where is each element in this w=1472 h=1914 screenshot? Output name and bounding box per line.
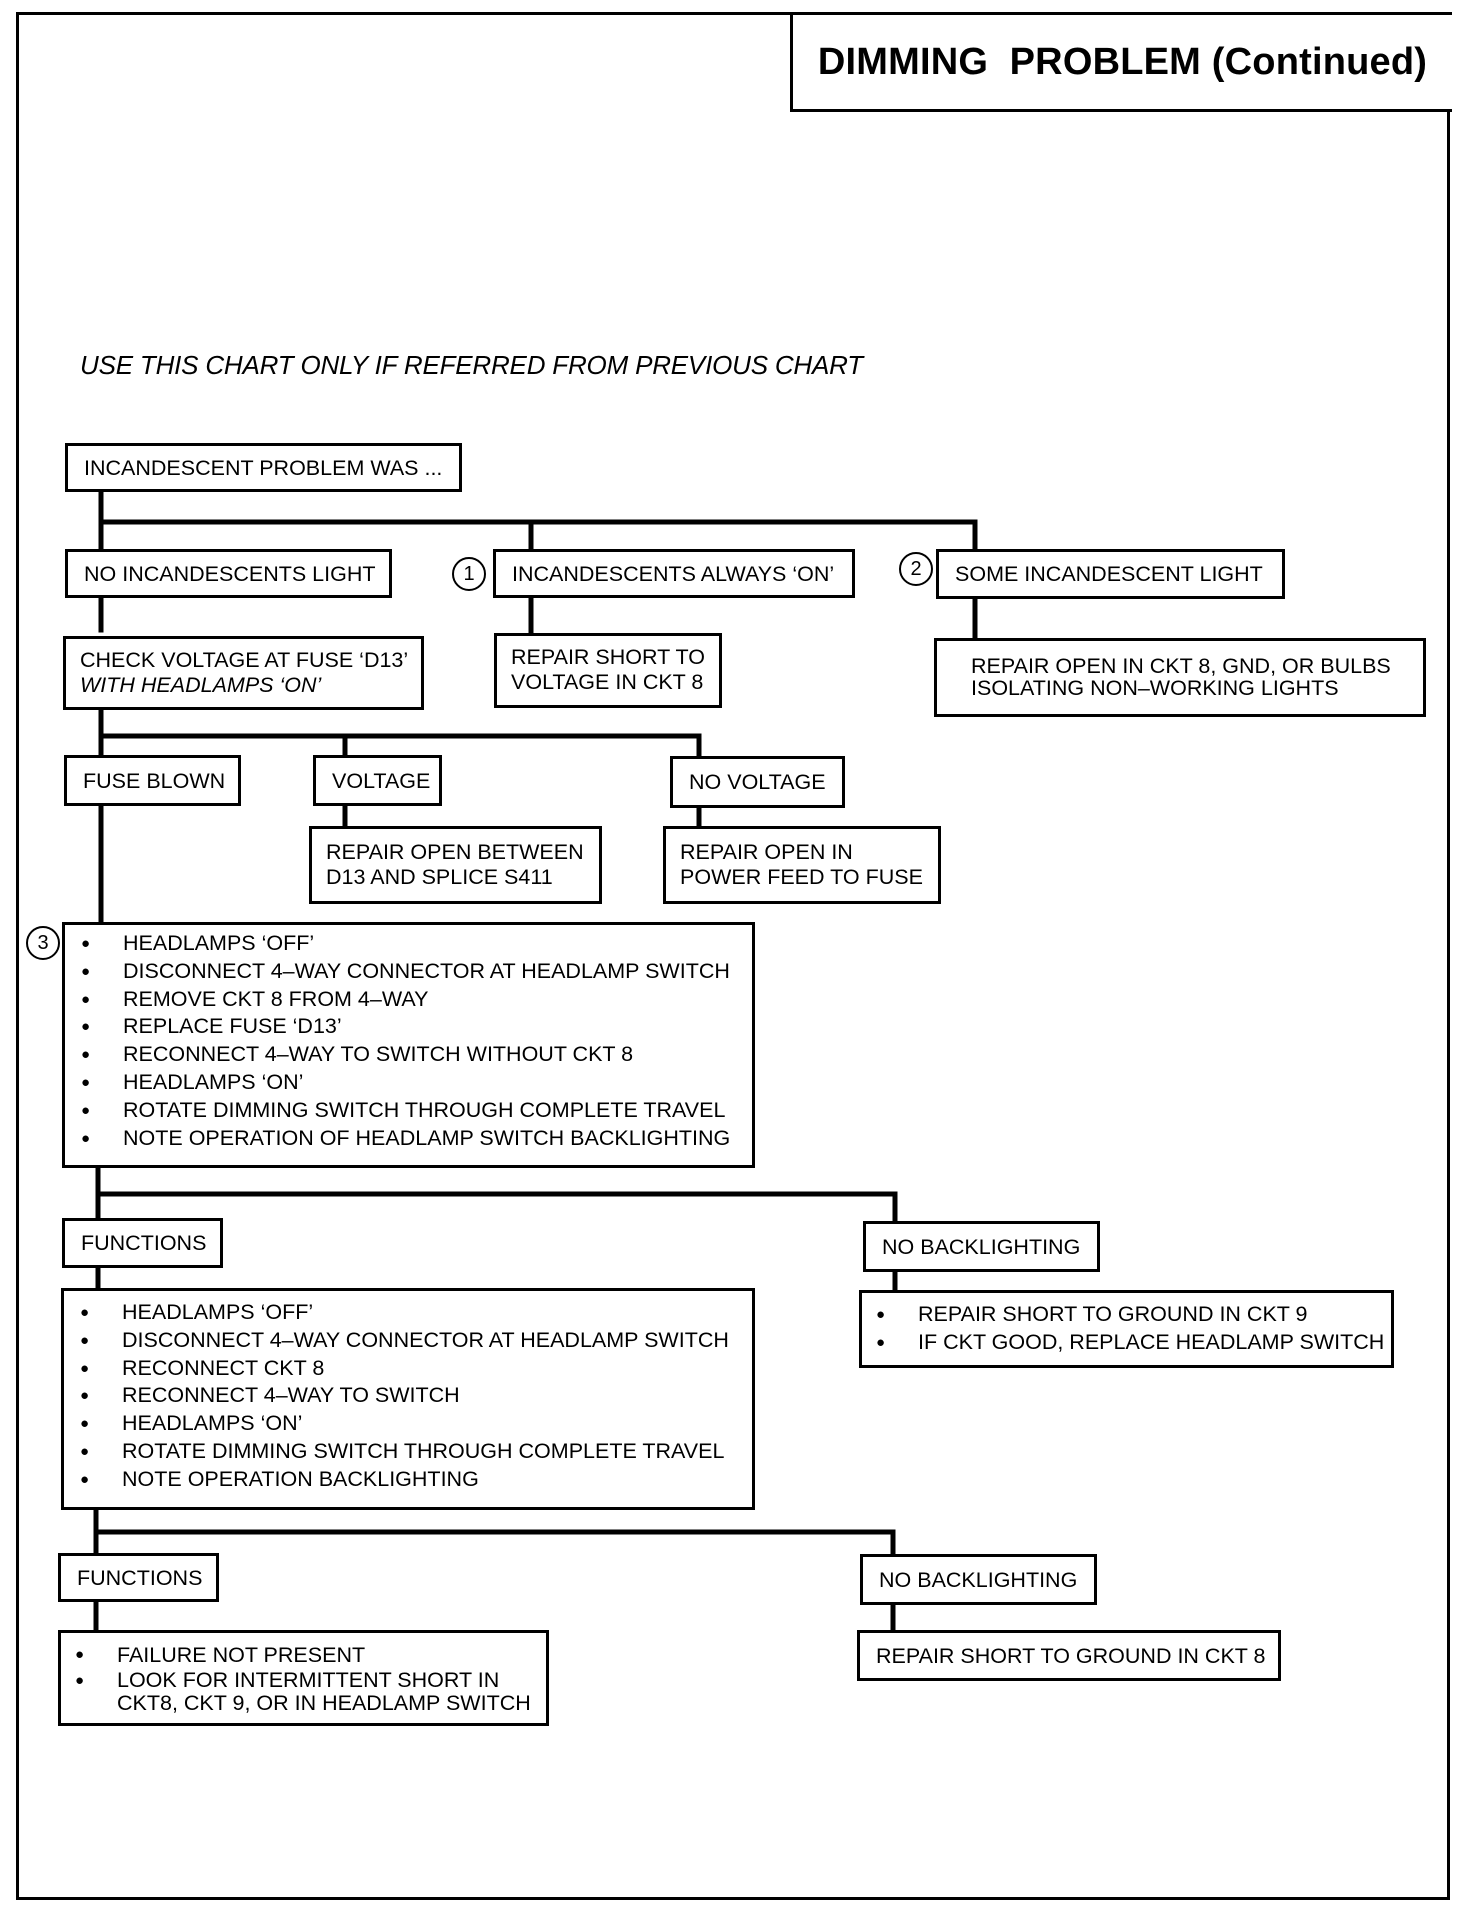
step3-box: HEADLAMPS ‘OFF’ DISCONNECT 4–WAY CONNECT…	[62, 922, 755, 1168]
page-title-text: DIMMING PROBLEM (Continued)	[817, 40, 1428, 83]
instruction-text: USE THIS CHART ONLY IF REFERRED FROM PRE…	[80, 350, 863, 380]
fuse-blown-label: FUSE BLOWN	[83, 768, 226, 793]
repair-short-voltage-box: REPAIR SHORT TO VOLTAGE IN CKT 8	[494, 633, 722, 708]
no-backlighting-1-steps-box: REPAIR SHORT TO GROUND IN CKT 9 IF CKT G…	[859, 1290, 1394, 1368]
repair-open-ckt8-box: REPAIR OPEN IN CKT 8, GND, OR BULBS ISOL…	[934, 638, 1426, 717]
no-backlighting-1-list: REPAIR SHORT TO GROUND IN CKT 9 IF CKT G…	[876, 1301, 1384, 1357]
functions-2-item: FAILURE NOT PRESENT	[75, 1641, 532, 1669]
step-marker-1-text: 1	[463, 562, 475, 585]
repair-open-d13-line-2: D13 AND SPLICE S411	[326, 865, 553, 889]
repair-power-feed-box: REPAIR OPEN IN POWER FEED TO FUSE	[663, 826, 941, 904]
check-voltage-box: CHECK VOLTAGE AT FUSE ‘D13’ WITH HEADLAM…	[63, 636, 424, 710]
check-voltage-line-2: WITH HEADLAMPS ‘ON’	[80, 673, 322, 697]
step-marker-3-text: 3	[37, 931, 49, 954]
functions-2-list: FAILURE NOT PRESENT LOOK FOR INTERMITTEN…	[75, 1641, 532, 1692]
step3-item: REMOVE CKT 8 FROM 4–WAY	[81, 986, 738, 1014]
check-voltage-line-1: CHECK VOLTAGE AT FUSE ‘D13’	[80, 648, 409, 672]
step-marker-2: 2	[899, 552, 933, 586]
step-marker-2-text: 2	[910, 557, 922, 580]
page-title: DIMMING PROBLEM (Continued)	[790, 12, 1452, 112]
functions-1-item: ROTATE DIMMING SWITCH THROUGH COMPLETE T…	[80, 1438, 738, 1466]
no-backlighting-1-box: NO BACKLIGHTING	[863, 1221, 1100, 1272]
functions-2-steps-box: FAILURE NOT PRESENT LOOK FOR INTERMITTEN…	[58, 1630, 549, 1726]
repair-open-d13-box: REPAIR OPEN BETWEEN D13 AND SPLICE S411	[309, 826, 602, 904]
no-voltage-label: NO VOLTAGE	[689, 770, 826, 794]
some-incandescent-label: SOME INCANDESCENT LIGHT	[955, 562, 1263, 586]
no-backlighting-1-label: NO BACKLIGHTING	[882, 1234, 1081, 1259]
repair-open-ckt8-line-2: ISOLATING NON–WORKING LIGHTS	[971, 676, 1339, 700]
functions-2-item: LOOK FOR INTERMITTENT SHORT IN	[75, 1669, 532, 1693]
functions-1-item: HEADLAMPS ‘ON’	[80, 1410, 738, 1438]
functions-1-item: DISCONNECT 4–WAY CONNECTOR AT HEADLAMP S…	[80, 1327, 738, 1355]
no-incandescents-box: NO INCANDESCENTS LIGHT	[65, 549, 392, 598]
functions-1-box: FUNCTIONS	[62, 1218, 223, 1268]
functions-2-item-continuation: CKT8, CKT 9, OR IN HEADLAMP SWITCH	[117, 1691, 531, 1715]
step3-item: ROTATE DIMMING SWITCH THROUGH COMPLETE T…	[81, 1097, 738, 1125]
no-incandescents-label: NO INCANDESCENTS LIGHT	[84, 561, 376, 586]
no-backlighting-2-label: NO BACKLIGHTING	[879, 1567, 1078, 1592]
repair-power-feed-line-1: REPAIR OPEN IN	[680, 840, 853, 864]
repair-open-ckt8-line-1: REPAIR OPEN IN CKT 8, GND, OR BULBS	[971, 654, 1391, 678]
always-on-label: INCANDESCENTS ALWAYS ‘ON’	[512, 561, 835, 586]
functions-2-box: FUNCTIONS	[58, 1553, 219, 1602]
step3-item: NOTE OPERATION OF HEADLAMP SWITCH BACKLI…	[81, 1125, 738, 1153]
repair-open-d13-line-1: REPAIR OPEN BETWEEN	[326, 840, 584, 864]
step3-list: HEADLAMPS ‘OFF’ DISCONNECT 4–WAY CONNECT…	[81, 930, 738, 1152]
step3-item: REPLACE FUSE ‘D13’	[81, 1013, 738, 1041]
step-marker-3: 3	[26, 926, 60, 960]
functions-1-item: HEADLAMPS ‘OFF’	[80, 1299, 738, 1327]
no-voltage-box: NO VOLTAGE	[670, 756, 845, 808]
repair-short-ckt8-label: REPAIR SHORT TO GROUND IN CKT 8	[876, 1643, 1266, 1668]
repair-short-ckt8-box: REPAIR SHORT TO GROUND IN CKT 8	[857, 1630, 1281, 1681]
repair-short-voltage-line-2: VOLTAGE IN CKT 8	[511, 670, 704, 694]
page-border	[16, 12, 1450, 1900]
voltage-label: VOLTAGE	[332, 768, 431, 793]
no-backlighting-2-box: NO BACKLIGHTING	[860, 1554, 1097, 1605]
step-marker-1: 1	[452, 557, 486, 591]
step3-item: HEADLAMPS ‘ON’	[81, 1069, 738, 1097]
step3-item: HEADLAMPS ‘OFF’	[81, 930, 738, 958]
step3-item: RECONNECT 4–WAY TO SWITCH WITHOUT CKT 8	[81, 1041, 738, 1069]
functions-1-label: FUNCTIONS	[81, 1231, 207, 1255]
repair-short-voltage-line-1: REPAIR SHORT TO	[511, 645, 705, 669]
start-box: INCANDESCENT PROBLEM WAS ...	[65, 443, 462, 492]
always-on-box: INCANDESCENTS ALWAYS ‘ON’	[493, 549, 855, 598]
functions-1-item: RECONNECT 4–WAY TO SWITCH	[80, 1382, 738, 1410]
no-backlighting-1-item: IF CKT GOOD, REPLACE HEADLAMP SWITCH	[876, 1329, 1384, 1357]
some-incandescent-box: SOME INCANDESCENT LIGHT	[936, 549, 1285, 599]
functions-1-item: NOTE OPERATION BACKLIGHTING	[80, 1466, 738, 1494]
fuse-blown-box: FUSE BLOWN	[64, 755, 241, 806]
functions-1-steps-box: HEADLAMPS ‘OFF’ DISCONNECT 4–WAY CONNECT…	[61, 1288, 755, 1510]
start-label: INCANDESCENT PROBLEM WAS ...	[84, 455, 443, 480]
no-backlighting-1-item: REPAIR SHORT TO GROUND IN CKT 9	[876, 1301, 1377, 1329]
voltage-box: VOLTAGE	[313, 755, 442, 806]
functions-1-item: RECONNECT CKT 8	[80, 1355, 738, 1383]
functions-1-list: HEADLAMPS ‘OFF’ DISCONNECT 4–WAY CONNECT…	[80, 1299, 738, 1494]
functions-2-label: FUNCTIONS	[77, 1565, 203, 1590]
repair-power-feed-line-2: POWER FEED TO FUSE	[680, 865, 923, 889]
step3-item: DISCONNECT 4–WAY CONNECTOR AT HEADLAMP S…	[81, 958, 738, 986]
